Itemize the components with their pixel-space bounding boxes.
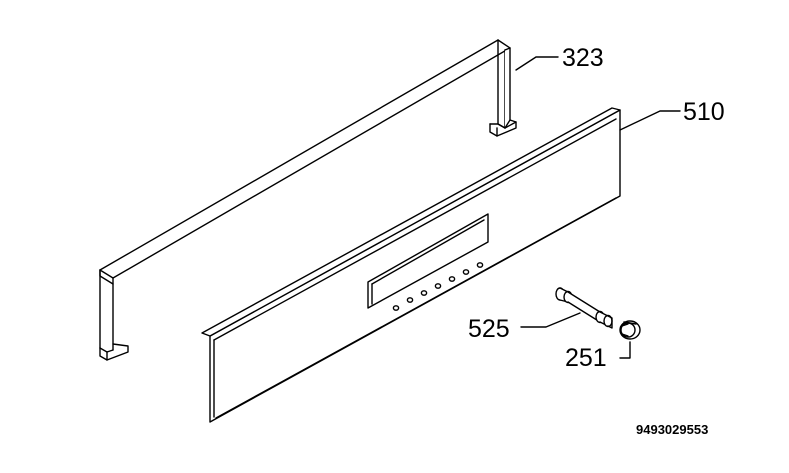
callout-525: 525 [468, 315, 510, 343]
callout-510: 510 [683, 98, 725, 126]
part-323-trim-frame [99, 39, 517, 361]
panel-buttons [392, 262, 484, 311]
leader-323 [515, 56, 559, 71]
leader-lines [515, 56, 681, 359]
leader-510 [619, 110, 681, 131]
leader-251 [619, 341, 631, 359]
callout-323: 323 [562, 44, 604, 72]
part-525-spindle [555, 287, 613, 329]
part-251-knob [619, 320, 641, 340]
part-510-control-panel [201, 107, 621, 423]
document-number: 9493029553 [636, 422, 709, 437]
leader-525 [520, 312, 581, 328]
callout-251: 251 [565, 344, 607, 372]
